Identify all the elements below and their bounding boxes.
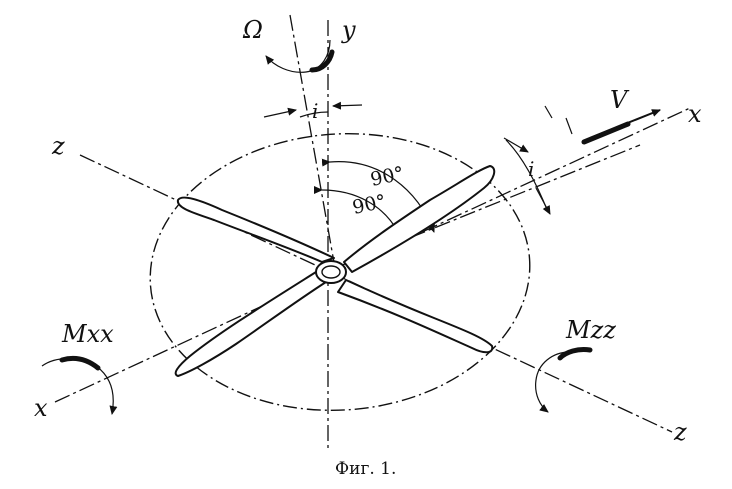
moment-xx-marker: [59, 355, 101, 371]
blade-upper-right: [343, 165, 496, 273]
hub-inner: [321, 265, 341, 279]
moment-zz-arrow: [535, 351, 571, 413]
blade-lower-left: [174, 271, 327, 377]
velocity-marker: [581, 121, 631, 145]
y-axis-label: y: [341, 16, 356, 44]
omega-label: Ω: [242, 16, 263, 44]
blade-upper-left: [176, 196, 335, 263]
angle-i-top-arc: [299, 111, 329, 118]
x-axis-label-left: x: [34, 394, 48, 422]
moment-xx-label: Mxx: [61, 320, 114, 348]
moment-zz-marker: [557, 347, 593, 361]
figure-caption: Фиг. 1.: [335, 459, 396, 479]
z-axis-label-top: z: [51, 132, 65, 160]
moment-zz-label: Mzz: [565, 316, 616, 344]
rotation-axis-line: [289, 14, 336, 269]
angle-i-top-arrow-right: [332, 101, 363, 110]
x-axis-label-right: x: [688, 100, 702, 128]
hub: [315, 260, 347, 284]
z-axis-label-bottom: z: [673, 418, 687, 446]
rotation-disk-ellipse: [149, 132, 531, 412]
omega-marker: [309, 49, 335, 73]
angle-90-outer-label: 90°: [368, 162, 406, 191]
angle-i-right-tick2: [535, 187, 551, 215]
angle-i-right-label: i: [528, 157, 534, 181]
angle-i-top-arrow-left: [263, 107, 297, 118]
blade-lower-right: [337, 279, 494, 354]
propeller: [174, 165, 496, 377]
moment-xx-arrow: [41, 357, 118, 415]
angle-i-top-label: i: [312, 99, 318, 123]
angle-i-right-tick4: [565, 117, 573, 135]
angle-90-inner-label: 90°: [350, 190, 388, 219]
velocity-label: V: [610, 86, 630, 114]
x-axis-line: [54, 107, 691, 403]
omega-rotation-arrow: [265, 39, 331, 73]
angle-i-right-tick1: [503, 137, 529, 153]
angle-i-right-tick3: [544, 105, 553, 119]
